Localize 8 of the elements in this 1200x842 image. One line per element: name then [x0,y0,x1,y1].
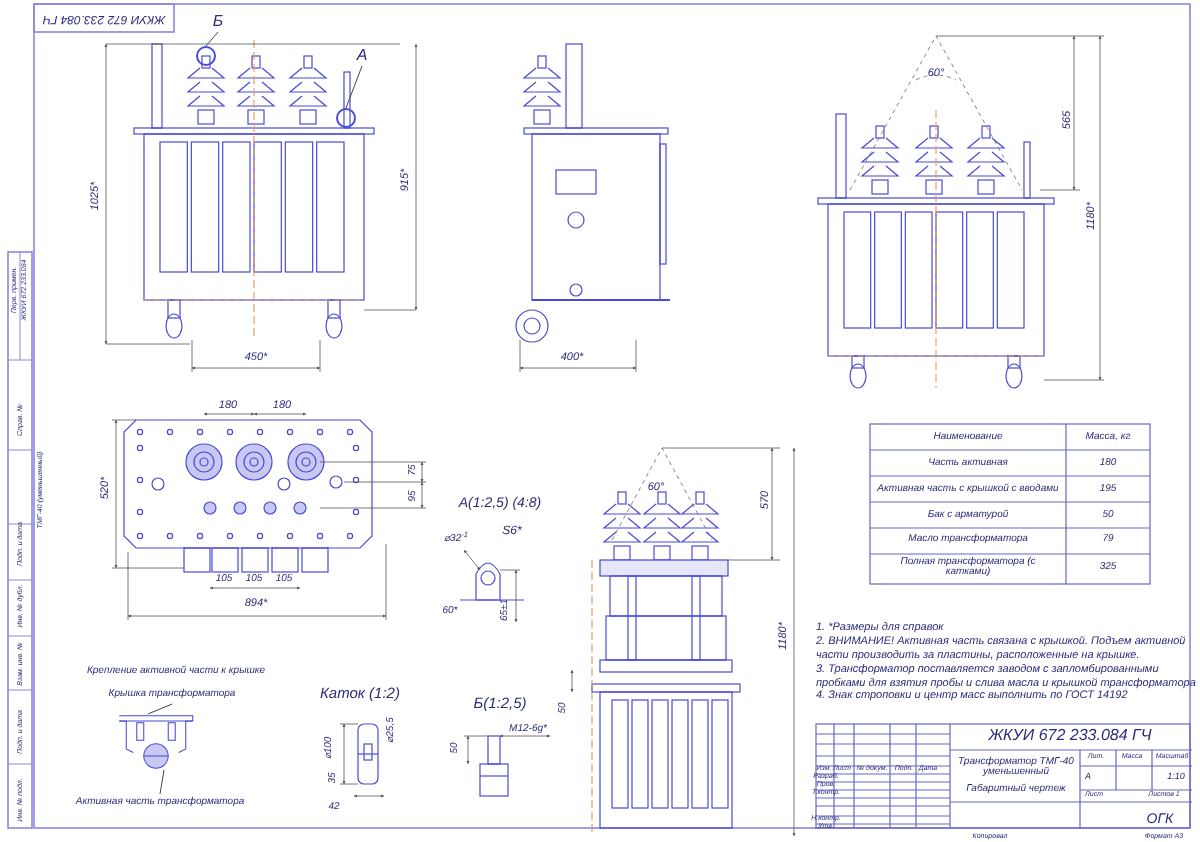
leader-line [147,703,173,715]
drawing-number: ЖКУИ 672 233.084 ГЧ [988,727,1152,745]
leader-line [205,31,219,47]
callout-text: А [352,44,372,66]
leader-line [159,769,165,795]
callout-text: Б [208,10,228,32]
leader-line [345,65,363,109]
fastening-drawing [114,714,198,770]
